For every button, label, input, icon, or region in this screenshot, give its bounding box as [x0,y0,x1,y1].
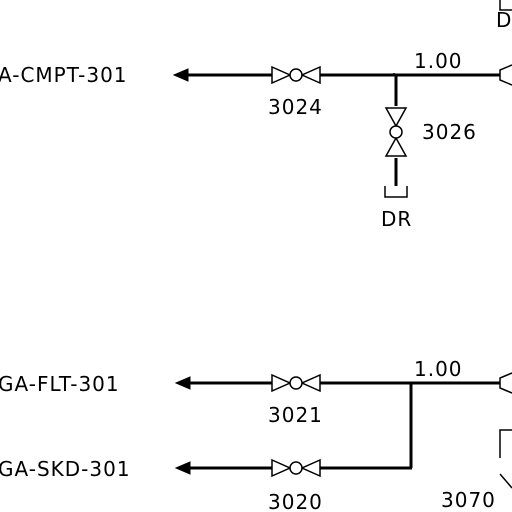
valve-3070-tag: 3070 [441,488,496,512]
line-2-right-reducer [499,372,512,394]
edge-label-top-right: D [496,8,512,32]
bottom-right-bracket [499,429,512,458]
drain-label: DR [381,207,412,231]
line-2-destination-label: GA-FLT-301 [0,372,120,396]
line-3-arrow-icon [174,461,191,475]
valve-3026-icon[interactable] [384,107,408,157]
valve-3021-tag: 3021 [268,403,323,427]
line-1-size-label: 1.00 [414,49,463,73]
line-3-destination-label: GA-SKD-301 [0,457,131,481]
edge-bracket-top-right [499,0,512,11]
valve-3020-icon[interactable] [271,458,321,478]
valve-3021-icon[interactable] [271,373,321,393]
valve-3026-tag: 3026 [422,120,477,144]
line-1-destination-label: A-CMPT-301 [0,63,128,87]
line-2-arrow-icon [174,376,191,390]
line-1-arrow-icon [172,68,189,82]
line-1-right-reducer [499,64,512,86]
valve-3020-tag: 3020 [268,490,323,512]
valve-3024-tag: 3024 [268,95,323,119]
valve-3024-icon[interactable] [271,65,321,85]
line-2-size-label: 1.00 [414,357,463,381]
bottom-right-valve-edge [499,473,512,489]
drain-bracket [384,186,408,198]
